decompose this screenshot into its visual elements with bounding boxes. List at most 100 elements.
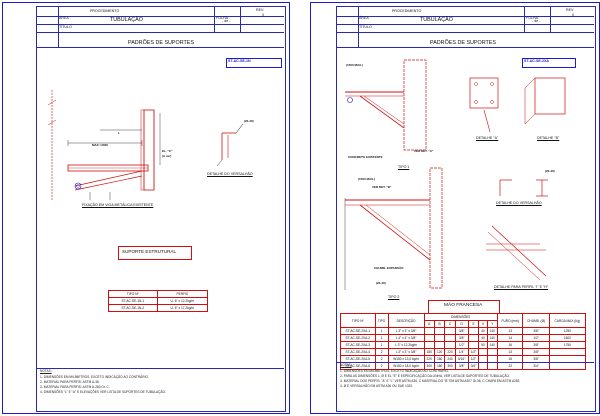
table-cell: 16 xyxy=(496,341,524,349)
table-cell: 140 xyxy=(486,334,499,342)
chumb-label: CHUMB. EXPANSÃO xyxy=(374,266,404,270)
dim-label: (1500 MAX.) xyxy=(346,63,364,67)
header-col-line xyxy=(550,7,551,32)
table-cell: 3/8" xyxy=(454,334,469,342)
header-col-line xyxy=(58,7,59,47)
table-cell xyxy=(423,327,435,335)
table-cell: 1/2" xyxy=(467,348,480,356)
header-col-line xyxy=(358,7,359,47)
note-line: 2- PARA AS DIMENSÕES L, Ø E EL "E" E ESP… xyxy=(340,374,510,378)
mao-francesa-table: TIPO Nº TIPO DESCRIÇÃO DIMENSÕES FURO (m… xyxy=(340,313,587,370)
table-cell xyxy=(486,362,499,370)
sheet-left-border xyxy=(36,6,286,412)
area-value: TUBULAÇÃO xyxy=(420,17,453,23)
table-header-cell: X xyxy=(478,320,488,328)
table-cell: 1600 xyxy=(548,334,587,342)
table-header-cell: Y xyxy=(486,320,499,328)
table-cell: L 3" x 3" x 3/8" xyxy=(387,348,425,356)
table-cell: 40 xyxy=(478,334,488,342)
table-cell xyxy=(433,327,446,335)
table-cell xyxy=(467,341,480,349)
rev-value: 0 xyxy=(262,13,264,17)
sheet-left xyxy=(2,2,290,414)
vert-label: VER DET. "A" xyxy=(414,149,434,153)
fixacao-label: FIXAÇÃO EM VIGA METÁLICA EXISTENTE xyxy=(82,203,154,207)
table-cell: 180 xyxy=(423,348,435,356)
table-cell: 3/8" xyxy=(522,341,550,349)
table-header-cell: TIPO Nº xyxy=(340,313,376,328)
rev-label: REV. xyxy=(566,8,575,12)
header-col-line xyxy=(524,7,525,32)
header-row-line xyxy=(337,24,594,25)
tipo1-label: TIPO 1 xyxy=(398,165,410,169)
table-cell: 300 xyxy=(444,362,456,370)
code-tag-box xyxy=(522,58,576,68)
header-row-line xyxy=(37,16,284,17)
table-header-cell: C xyxy=(444,320,456,328)
dim-label: (1500 MAX.) xyxy=(358,177,376,181)
concreto-label: CONCRETO EXISTENTE xyxy=(348,155,383,159)
table-cell xyxy=(444,327,456,335)
notes-right xyxy=(337,362,594,409)
max-dim-label: MAX.=2000 xyxy=(92,143,108,147)
header-row-line xyxy=(37,24,284,25)
table-cell: 22 xyxy=(496,362,524,370)
table-cell: 3/8" xyxy=(522,327,550,335)
header-col-line xyxy=(214,7,215,32)
vert-b-label: VER DET. "B" xyxy=(372,185,392,189)
table-cell: 220 xyxy=(444,348,456,356)
table-cell: 1 xyxy=(374,327,389,335)
table-cell: 3/8" xyxy=(522,348,550,356)
table-cell: 1750 xyxy=(548,341,587,349)
area-value: TUBULAÇÃO xyxy=(110,17,143,23)
code-tag-box xyxy=(226,58,282,68)
folha-value: - de - xyxy=(222,19,231,23)
title-block-left xyxy=(37,7,284,48)
suporte-title: SUPORTE ESTRUTURAL xyxy=(122,249,177,254)
note-line: 2- MATERIAL PARA PERFIS: ASTM A-36. xyxy=(40,380,100,384)
table-header-cell: CARGA MAX.(Kg) xyxy=(548,313,587,328)
table-cell: 2 xyxy=(374,362,389,370)
table-cell: 2 xyxy=(374,348,389,356)
table-header-cell: FURO (mm) xyxy=(496,313,524,328)
mao-title: MÃO FRANCESA xyxy=(444,303,483,308)
table-cell: 120 xyxy=(433,348,446,356)
table-cell: 3/4" xyxy=(522,362,550,370)
table-cell xyxy=(548,362,587,370)
detalhe-versalhao-label: DETALHE DO VERSALHÃO xyxy=(496,201,542,205)
sheet-right-border xyxy=(336,6,596,412)
table-header-cell: DESCRIÇÃO xyxy=(387,313,425,328)
note-line: 1- DIMENSÕES EM MILÍMETROS, EXCETO INDIC… xyxy=(340,369,449,373)
detalhe-a-label: DETALHE "A" xyxy=(476,136,499,140)
table-header-cell: TIPO xyxy=(374,313,389,328)
table-cell: 13 xyxy=(496,348,524,356)
table-cell xyxy=(433,341,446,349)
table-cell: 14 xyxy=(496,334,524,342)
note-line: 3- MATERIAL DOS PERFIS: "A" E "L" VER AS… xyxy=(340,379,520,383)
code-tag: ST-AC-SE-1N xyxy=(228,59,251,63)
table-cell: 50 xyxy=(478,341,488,349)
procedimento-label: PROCEDIMENTO xyxy=(392,9,422,13)
table-cell: 3/8" xyxy=(454,327,469,335)
detalhe-b-label: DETALHE "B" xyxy=(537,136,560,140)
table-cell: 140 xyxy=(486,327,499,335)
table-cell: 40 xyxy=(478,327,488,335)
header-row-line xyxy=(337,32,594,33)
table-cell xyxy=(444,341,456,349)
table-cell xyxy=(486,348,499,356)
rev-label: REV. xyxy=(256,8,265,12)
beam-sub-label: (A ver) xyxy=(162,154,172,158)
table-header-cell: B xyxy=(433,320,446,328)
note-line: 4- DIMENSÕES "L" E "A" E ELEVAÇÕES VER L… xyxy=(40,390,166,394)
table-cell: ST-AC-SE-2XA-1 xyxy=(340,327,376,335)
table-header-cell: A xyxy=(423,320,435,328)
area-label: ÁREA xyxy=(59,16,69,20)
table-cell xyxy=(548,348,587,356)
table-cell: 13 xyxy=(496,327,524,335)
page-title: PADRÕES DE SUPORTES xyxy=(128,40,195,46)
